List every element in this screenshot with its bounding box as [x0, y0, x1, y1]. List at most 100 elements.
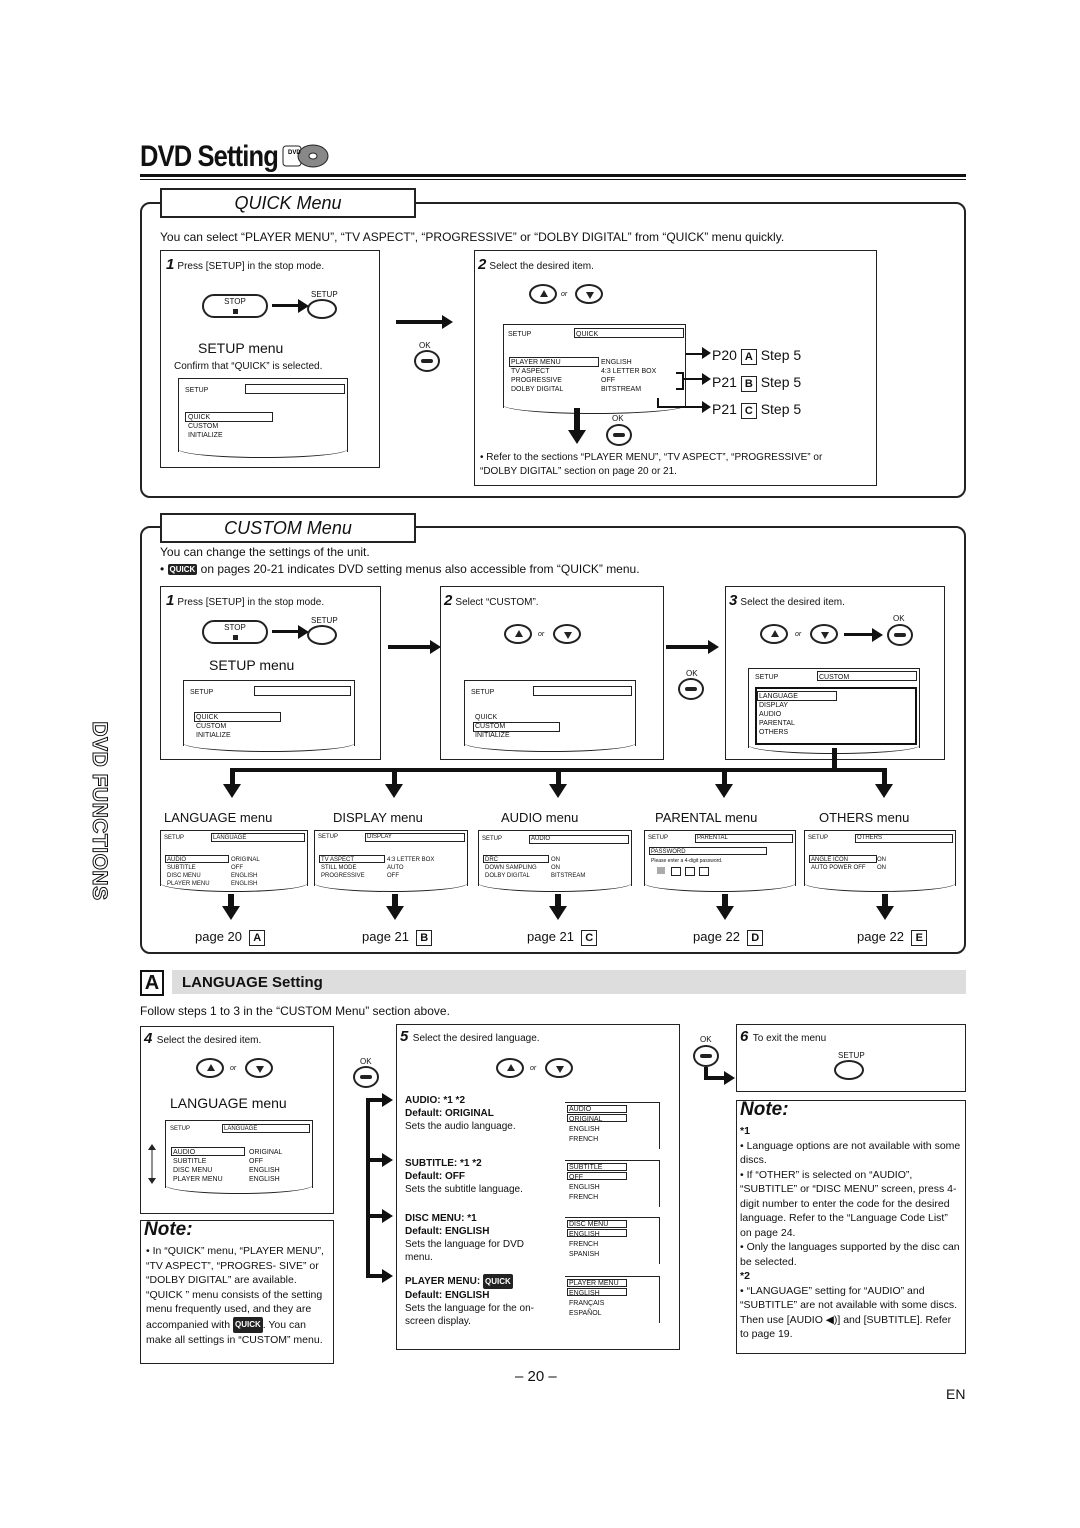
page-number: – 20 –: [515, 1368, 557, 1385]
ok-button-4[interactable]: [887, 624, 913, 646]
header-rule: [140, 174, 966, 177]
or-text: or: [561, 291, 568, 298]
others-menu-label: OTHERS menu: [819, 810, 910, 825]
page-ref-a[interactable]: page 20 A: [195, 929, 266, 946]
side-tab-dvd-functions: DVD FUNCTIONS: [88, 721, 112, 901]
screen-item-initialize: INITIALIZE: [188, 432, 223, 439]
header-rule-thin: [140, 179, 966, 180]
custom-step3-text: 3 Select the desired item.: [729, 592, 845, 609]
setup-screen: SETUP QUICK CUSTOM INITIALIZE: [178, 378, 348, 458]
dvd-disc-icon: DVD: [282, 143, 330, 169]
setup-button[interactable]: [307, 299, 337, 319]
ref-arrow-b: [684, 378, 704, 380]
note-right-box: [736, 1100, 966, 1354]
setup-button-3[interactable]: [834, 1060, 864, 1080]
arrow-head-icon: [298, 299, 309, 313]
ok-label: OK: [419, 341, 431, 350]
arrow-right-icon: [272, 304, 302, 307]
up-button-3[interactable]: [760, 624, 788, 644]
language-setting-title: LANGUAGE Setting: [182, 974, 323, 991]
stop-button[interactable]: STOP: [202, 294, 268, 318]
ref-bracket: [676, 372, 684, 390]
lang-step6-box: [736, 1024, 966, 1092]
ok-button[interactable]: [414, 350, 440, 372]
up-button-4[interactable]: [196, 1058, 224, 1078]
down-arrow-head-icon: [568, 430, 586, 444]
ref-list: P20 A Step 5 P21 B Step 5 P21 C Step 5: [712, 342, 801, 423]
big-arrow-icon: [396, 320, 444, 324]
quick-step2-text: 2 Select the desired item.: [478, 256, 594, 273]
quick-refer-note: • Refer to the sections “PLAYER MENU”, “…: [480, 452, 823, 477]
down-button-3[interactable]: [810, 624, 838, 644]
custom-intro2: • QUICK on pages 20-21 indicates DVD set…: [160, 562, 640, 576]
down-arrow-icon: [574, 408, 580, 432]
ok-button-6[interactable]: [693, 1045, 719, 1067]
stop-button-2[interactable]: STOP: [202, 620, 268, 644]
down-button-5[interactable]: [545, 1058, 573, 1078]
setup-button-2[interactable]: [307, 625, 337, 645]
language-setting-bar: [172, 970, 966, 994]
note-right-title: Note:: [740, 1099, 789, 1120]
lang-step5-box: [396, 1024, 680, 1350]
custom-menu-title: CUSTOM Menu: [160, 513, 416, 543]
note-left-text: • In “QUICK” menu, “PLAYER MENU”, “TV AS…: [146, 1245, 324, 1346]
down-button[interactable]: [575, 284, 603, 304]
svg-text:DVD: DVD: [288, 150, 301, 156]
page-ref-e[interactable]: page 22 E: [857, 929, 928, 946]
quick-confirm-text: Confirm that “QUICK” is selected.: [174, 361, 323, 372]
updown-arrow-icon: [147, 1144, 157, 1184]
custom-list-frame: [755, 687, 917, 745]
fan-arrow-line: [366, 1098, 370, 1278]
lang-step4-text: 4 Select the desired item.: [144, 1030, 262, 1047]
parental-menu-label: PARENTAL menu: [655, 810, 758, 825]
lang-step6-text: 6 To exit the menu: [740, 1028, 827, 1045]
page-ref-b[interactable]: page 21 B: [362, 929, 433, 946]
page-ref-d[interactable]: page 22 D: [693, 929, 764, 946]
custom-step2-text: 2 Select “CUSTOM”.: [444, 592, 539, 609]
quick-badge: QUICK: [167, 564, 198, 576]
ok-label-2: OK: [612, 414, 624, 423]
subtitle-option: SUBTITLE: *1 *2 Default: OFF Sets the su…: [405, 1158, 523, 1195]
custom-intro: You can change the settings of the unit.: [160, 545, 370, 559]
note-right-text: *1 • Language options are not available …: [740, 1125, 961, 1340]
ref-a: P20 A Step 5: [712, 347, 802, 365]
up-button[interactable]: [529, 284, 557, 304]
parental-menu-screen: SETUP PARENTAL PASSWORD Please enter a 4…: [644, 830, 796, 892]
note-left-title: Note:: [144, 1219, 193, 1240]
disc-menu-option: DISC MENU: *1 Default: ENGLISH Sets the …: [405, 1213, 524, 1263]
custom-step1-text: 1 Press [SETUP] in the stop mode.: [166, 592, 325, 609]
quick-menu-title: QUICK Menu: [160, 188, 416, 218]
ref-c: P21 C Step 5: [712, 401, 802, 419]
down-button-2[interactable]: [553, 624, 581, 644]
audio-option: AUDIO: *1 *2 Default: ORIGINAL Sets the …: [405, 1095, 516, 1132]
custom-menu-section: [140, 526, 966, 954]
note-left-box: [140, 1220, 334, 1364]
down-button-4[interactable]: [245, 1058, 273, 1078]
ok-button-2[interactable]: [606, 424, 632, 446]
screen-item-custom: CUSTOM: [188, 423, 219, 430]
up-button-5[interactable]: [496, 1058, 524, 1078]
ok-button-3[interactable]: [678, 678, 704, 700]
quick-intro: You can select “PLAYER MENU”, “TV ASPECT…: [160, 230, 785, 244]
page-ref-c[interactable]: page 21 C: [527, 929, 598, 946]
up-button-2[interactable]: [504, 624, 532, 644]
ok-button-5[interactable]: [353, 1066, 379, 1088]
big-arrow-head-icon: [442, 315, 453, 329]
quick-highlight: [185, 412, 273, 422]
